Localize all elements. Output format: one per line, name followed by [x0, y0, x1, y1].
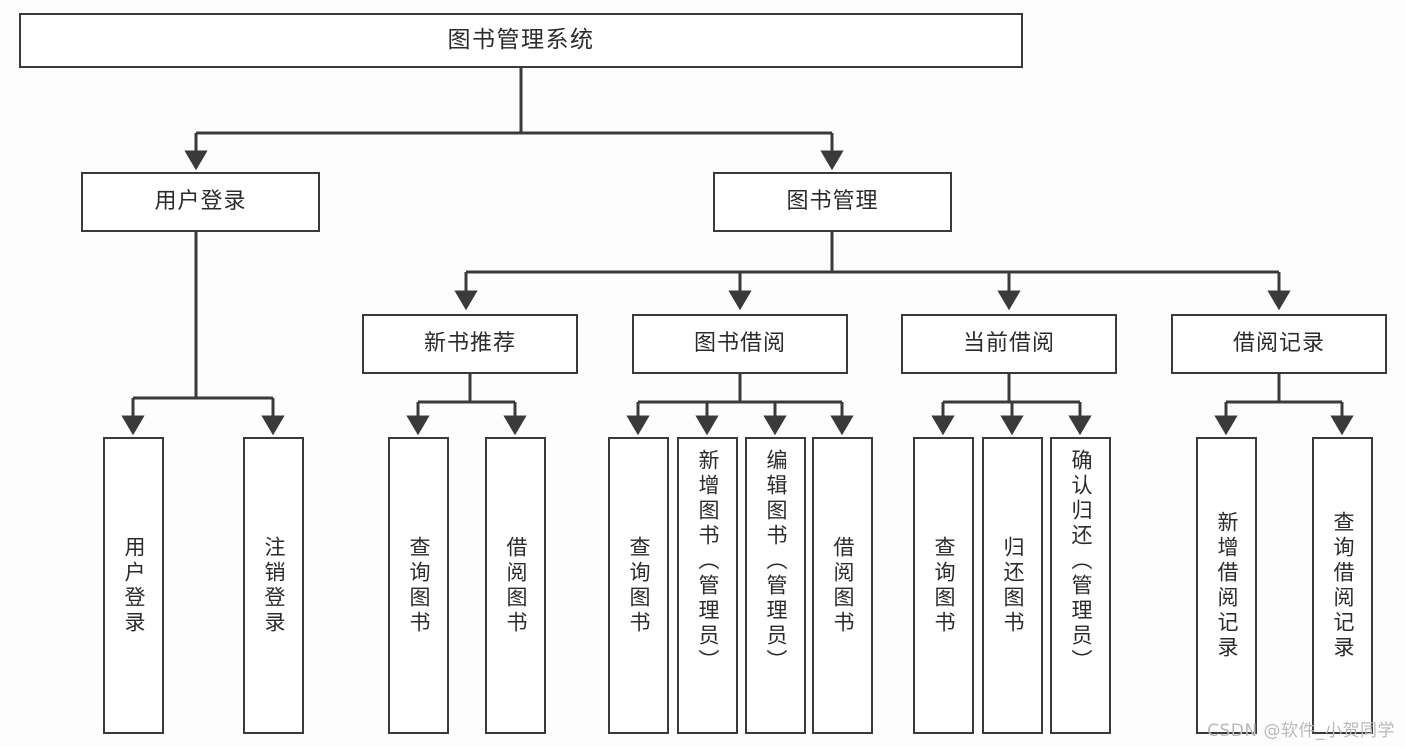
- csdn-watermark: CSDN @软件_小贺同学: [1207, 721, 1395, 741]
- leaf-query-book-1[interactable]: 查询图书: [388, 437, 449, 734]
- node-new-book-recommend-label: 新书推荐: [423, 330, 516, 356]
- leaf-query-borrow-record-label: 查询借阅记录: [1331, 510, 1355, 661]
- leaf-add-book-admin-label: 新增图书（管理员）: [696, 449, 720, 674]
- leaf-logout-login[interactable]: 注销登录: [243, 437, 304, 734]
- node-root-system-label: 图书管理系统: [447, 26, 595, 53]
- node-book-manage-label: 图书管理: [786, 188, 879, 214]
- leaf-return-book-label: 归还图书: [1001, 535, 1025, 636]
- leaf-borrow-book-2-label: 借阅图书: [831, 535, 855, 636]
- node-new-book-recommend[interactable]: 新书推荐: [362, 314, 578, 374]
- leaf-confirm-return-admin-label: 确认归还（管理员）: [1069, 449, 1093, 674]
- leaf-borrow-book-2[interactable]: 借阅图书: [812, 437, 873, 734]
- leaf-edit-book-admin-label: 编辑图书（管理员）: [764, 449, 788, 674]
- leaf-query-book-3-label: 查询图书: [932, 535, 956, 636]
- leaf-query-book-1-label: 查询图书: [407, 535, 431, 636]
- node-book-borrow-label: 图书借阅: [693, 330, 786, 356]
- leaf-edit-book-admin[interactable]: 编辑图书（管理员）: [745, 437, 806, 734]
- leaf-logout-login-label: 注销登录: [262, 535, 286, 636]
- leaf-query-book-3[interactable]: 查询图书: [913, 437, 974, 734]
- leaf-add-book-admin[interactable]: 新增图书（管理员）: [677, 437, 738, 734]
- leaf-return-book[interactable]: 归还图书: [982, 437, 1043, 734]
- node-root-system[interactable]: 图书管理系统: [19, 13, 1023, 68]
- node-book-borrow[interactable]: 图书借阅: [632, 314, 848, 374]
- node-user-login-label: 用户登录: [154, 188, 247, 214]
- leaf-query-borrow-record[interactable]: 查询借阅记录: [1312, 437, 1373, 734]
- node-current-borrow-label: 当前借阅: [962, 330, 1055, 356]
- node-user-login[interactable]: 用户登录: [81, 172, 320, 232]
- leaf-borrow-book-1[interactable]: 借阅图书: [485, 437, 546, 734]
- node-borrow-record-label: 借阅记录: [1232, 330, 1325, 356]
- node-book-manage[interactable]: 图书管理: [713, 172, 952, 232]
- leaf-borrow-book-1-label: 借阅图书: [504, 535, 528, 636]
- leaf-confirm-return-admin[interactable]: 确认归还（管理员）: [1050, 437, 1111, 734]
- leaf-query-book-2[interactable]: 查询图书: [608, 437, 669, 734]
- leaf-add-borrow-record[interactable]: 新增借阅记录: [1196, 437, 1257, 734]
- leaf-user-login-label: 用户登录: [122, 535, 146, 636]
- node-borrow-record[interactable]: 借阅记录: [1171, 314, 1387, 374]
- leaf-user-login[interactable]: 用户登录: [103, 437, 164, 734]
- leaf-add-borrow-record-label: 新增借阅记录: [1215, 510, 1239, 661]
- node-current-borrow[interactable]: 当前借阅: [901, 314, 1117, 374]
- leaf-query-book-2-label: 查询图书: [627, 535, 651, 636]
